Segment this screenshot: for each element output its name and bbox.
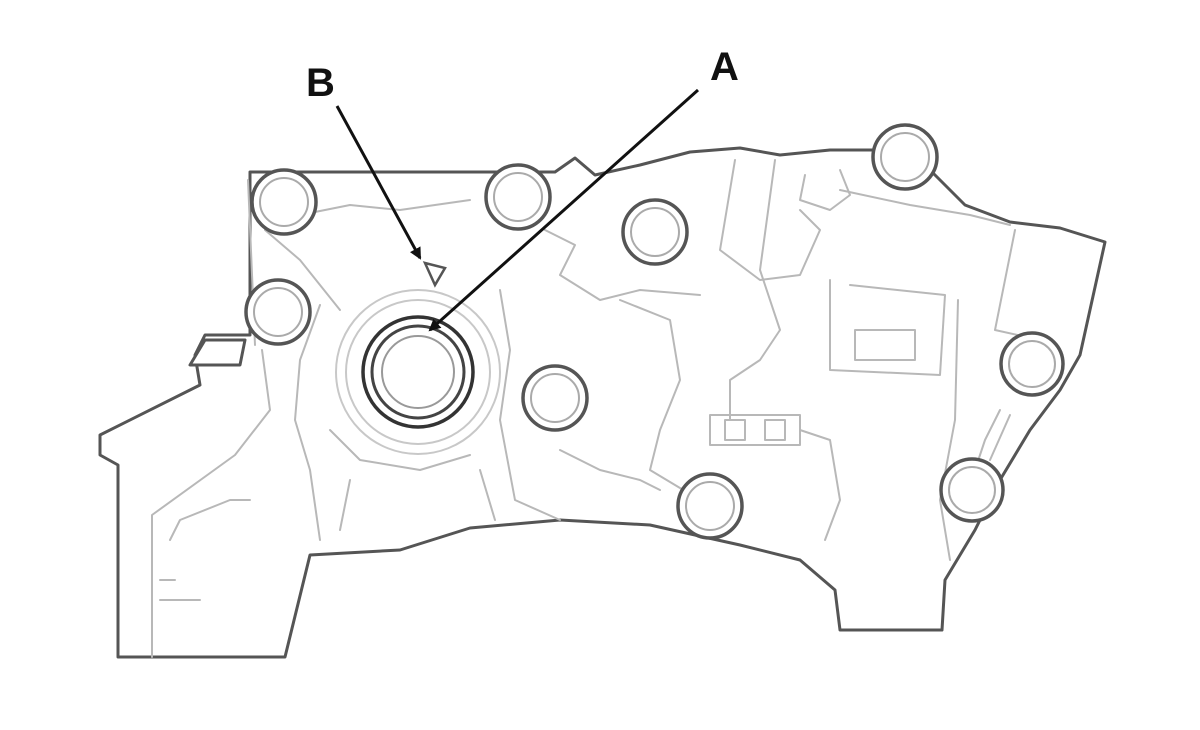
- housing-detail-lines: [169, 159, 1041, 561]
- bolt: [621, 198, 689, 266]
- central-bore: [335, 289, 501, 455]
- bolt: [484, 163, 552, 231]
- callout-b-leader: [335, 105, 422, 260]
- bolt: [244, 278, 312, 346]
- bolt: [676, 472, 744, 540]
- alignment-mark-icon: [422, 261, 447, 288]
- callout-a-label: A: [710, 45, 739, 89]
- bolt: [871, 123, 939, 191]
- callout-a-leader: [428, 88, 700, 332]
- bolt: [939, 457, 1005, 523]
- bolt: [250, 168, 318, 236]
- housing-body: [98, 146, 1107, 659]
- bolt: [999, 331, 1065, 397]
- callout-b-label: B: [306, 61, 335, 105]
- bolt: [521, 364, 589, 432]
- bolt-group: [244, 123, 1065, 540]
